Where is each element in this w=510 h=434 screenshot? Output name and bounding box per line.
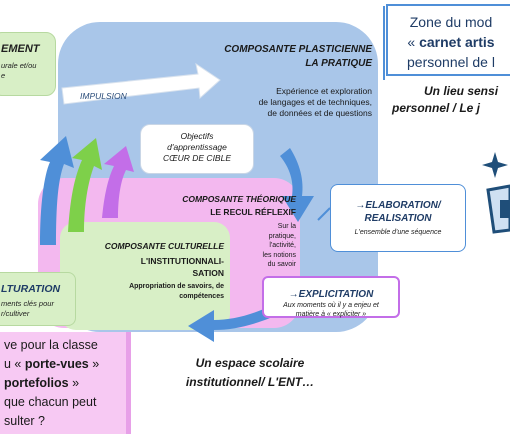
impulsion-arrow	[61, 62, 221, 105]
culturelle-area	[60, 222, 230, 330]
elaboration-title-2: REALISATION	[364, 213, 432, 224]
elaboration-box: →ELABORATION/ REALISATION L'ensemble d'u…	[330, 184, 466, 252]
zone-line1: Zone du mod	[409, 14, 493, 30]
culturelle-desc-1: Appropriation de savoirs, de	[129, 283, 224, 290]
impulsion-label: IMPULSION	[80, 91, 127, 101]
zone-box: Zone du mod « carnet artis personnel de …	[386, 4, 510, 76]
plasticienne-desc-1: Expérience et exploration	[276, 86, 372, 96]
classe-line3-bold: portefolios	[4, 376, 69, 390]
elaboration-link	[317, 207, 331, 221]
sparkle-icon	[482, 152, 508, 178]
theorique-title: COMPOSANTE THÉORIQUE	[182, 194, 296, 204]
lieu-line2: personnel / Le j	[392, 101, 481, 115]
zone-line3: personnel de l	[407, 54, 495, 70]
classe-line2-bold: porte-vues	[24, 357, 89, 371]
culturelle-desc-2: compétences	[179, 293, 224, 300]
plasticienne-title: COMPOSANTE PLASTICIENNE	[224, 44, 372, 55]
elaboration-desc: L'ensemble d'une séquence	[354, 229, 442, 236]
classe-line3-suffix: »	[68, 376, 80, 390]
explicitation-title: →EXPLICITATION	[288, 289, 374, 300]
zone-line2-bold: carnet artis	[419, 34, 495, 50]
lieu-line1: Un lieu sensi	[424, 84, 499, 98]
bottom-blue-arrow	[188, 308, 270, 342]
zone-line2-prefix: «	[407, 34, 420, 50]
acculturation-box: LTURATION ments clés pour r/cultiver	[0, 272, 76, 326]
culturelle-line2: L'INSTITUTIONNALI-	[140, 256, 224, 266]
espace-line2: institutionnel/ L'ENT…	[185, 375, 315, 389]
left-top-box-line1: urale et/ou	[1, 61, 37, 70]
acculturation-line2: r/cultiver	[1, 309, 30, 318]
left-top-box-title: EMENT	[1, 43, 40, 55]
folder-icon	[486, 184, 510, 234]
left-top-box: EMENT urale et/ou e	[0, 32, 56, 96]
theorique-desc-3: l'activité,	[269, 242, 296, 249]
classe-line4: que chacun peut	[4, 395, 97, 409]
theorique-desc-1: Sur la	[277, 223, 296, 230]
plasticienne-subtitle: LA PRATIQUE	[305, 58, 372, 69]
classe-line2-prefix: u «	[4, 357, 25, 371]
theorique-desc-4: les notions	[262, 251, 296, 259]
zone-line2: « carnet artis	[388, 32, 510, 52]
left-blue-arrow	[40, 136, 74, 245]
classe-line1: ve pour la classe	[4, 338, 98, 352]
objectifs-line2: d'apprentissage	[167, 142, 227, 152]
acculturation-title: LTURATION	[1, 283, 61, 295]
theorique-desc: Sur la pratique, l'activité, les notions…	[226, 222, 296, 270]
purple-arrow	[102, 146, 134, 218]
left-top-box-line2: e	[1, 71, 6, 80]
explicitation-desc-2: matière à « expliciter »	[295, 311, 367, 318]
theorique-desc-2: pratique,	[268, 232, 296, 240]
explicitation-desc-1: Aux moments où il y a enjeu et	[283, 302, 379, 309]
classe-line3: portefolios »	[4, 374, 126, 393]
classe-line2-suffix: »	[88, 357, 100, 371]
culturelle-title: COMPOSANTE CULTURELLE	[104, 241, 224, 251]
plasticienne-desc-3: de données et de questions	[267, 108, 372, 118]
culturelle-line3: SATION	[192, 268, 224, 278]
objectifs-box: Objectifs d'apprentissage CŒUR DE CIBLE	[140, 124, 254, 174]
theorique-subtitle: LE RECUL RÉFLEXIF	[210, 207, 296, 217]
theorique-desc-5: du savoir	[267, 261, 296, 268]
objectifs-line3: CŒUR DE CIBLE	[162, 153, 231, 163]
objectifs-line1: Objectifs	[180, 131, 214, 141]
elaboration-title-1: →ELABORATION/	[355, 200, 441, 211]
green-arrow	[68, 138, 102, 232]
acculturation-line1: ments clés pour	[1, 299, 54, 308]
classe-bar	[126, 332, 131, 434]
explicitation-box: →EXPLICITATION Aux moments où il y a enj…	[262, 276, 400, 318]
classe-line2: u « porte-vues »	[4, 355, 126, 374]
plasticienne-desc-2: de langages et de techniques,	[258, 97, 372, 107]
classe-box: ve pour la classe u « porte-vues » porte…	[0, 332, 126, 434]
espace-line1: Un espace scolaire	[195, 356, 305, 370]
right-blue-arrow	[280, 148, 314, 222]
classe-line5: sulter ?	[4, 414, 45, 428]
